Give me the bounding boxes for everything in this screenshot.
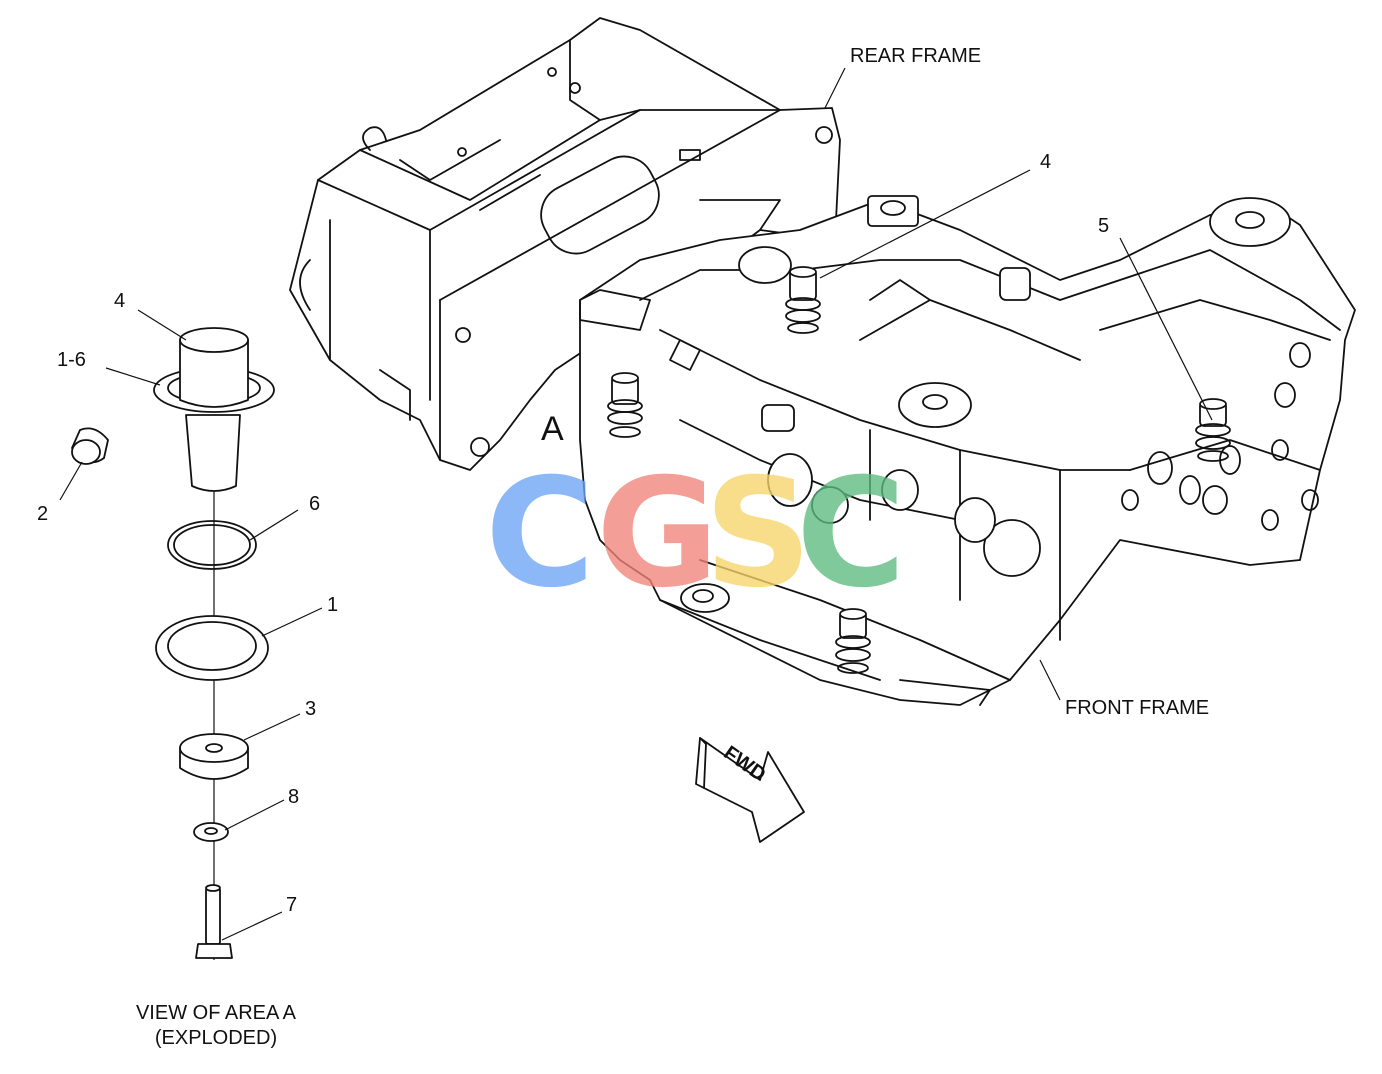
fwd-arrow-icon: FWD [695,737,805,843]
cgsc-watermark-logo: C G S C [485,447,906,621]
part-bolt [195,884,233,959]
watermark-letter: C [796,447,906,621]
view-caption-line2: (EXPLODED) [155,1027,277,1049]
view-caption-line1: VIEW OF AREA A [136,1002,297,1024]
callout-4-top: 4 [1040,151,1051,173]
part-mount-cap [153,327,275,492]
front-frame-drawing [579,195,1356,706]
callout-3: 3 [305,698,316,720]
callout-2: 2 [37,503,48,525]
callout-1: 1 [327,594,338,616]
rear-frame-label: REAR FRAME [850,45,981,67]
mount-stack-upper [785,266,821,334]
watermark-letter: G [596,447,719,621]
callout-4-exploded: 4 [114,290,125,312]
mount-stack-lower [835,608,871,674]
leader-lines [59,67,1213,941]
callout-6: 6 [309,493,320,515]
watermark-letter: C [485,447,595,621]
front-frame-label: FRONT FRAME [1065,697,1209,719]
part-cup [155,615,269,681]
area-a-label: A [541,410,564,448]
rear-frame-drawing [289,17,841,471]
part-o-ring [167,520,257,570]
callout-1-6: 1-6 [57,349,86,371]
part-plug [71,427,109,465]
part-washer [193,822,229,842]
part-snubber [179,733,249,780]
exploded-view [71,327,275,960]
watermark-letter: S [704,447,812,621]
callout-8: 8 [288,786,299,808]
mount-stack-area-a [607,372,643,438]
callout-5: 5 [1098,215,1109,237]
callout-7: 7 [286,894,297,916]
